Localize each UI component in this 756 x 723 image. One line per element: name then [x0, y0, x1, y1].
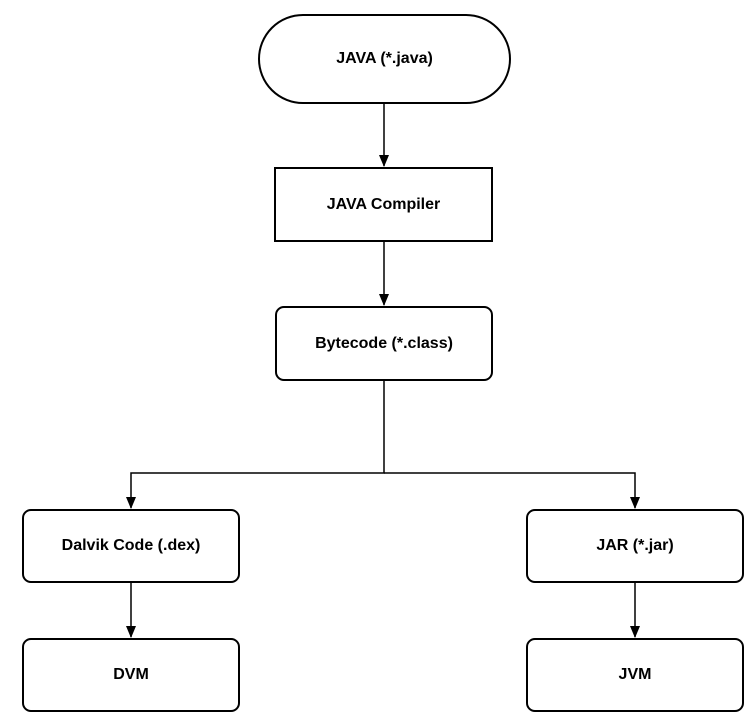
node-jvm-label: JVM — [618, 666, 652, 683]
node-java-compiler-label: JAVA Compiler — [326, 195, 441, 213]
node-dalvik-code: Dalvik Code (.dex) — [22, 509, 240, 583]
node-bytecode-label: Bytecode (*.class) — [315, 334, 453, 352]
node-dvm: DVM — [22, 638, 240, 712]
node-dalvik-code-label: Dalvik Code (.dex) — [61, 537, 201, 554]
node-java-source-label: JAVA (*.java) — [336, 50, 433, 67]
node-jar: JAR (*.jar) — [526, 509, 744, 583]
node-java-compiler: JAVA Compiler — [274, 167, 493, 242]
node-bytecode: Bytecode (*.class) — [275, 306, 493, 381]
edge-bytecode-to-dalvik — [126, 381, 385, 509]
node-jvm: JVM — [526, 638, 744, 712]
node-java-source: JAVA (*.java) — [258, 14, 511, 104]
edge-bytecode-to-jar — [384, 472, 640, 509]
node-jar-label: JAR (*.jar) — [596, 537, 674, 554]
node-dvm-label: DVM — [113, 666, 149, 683]
